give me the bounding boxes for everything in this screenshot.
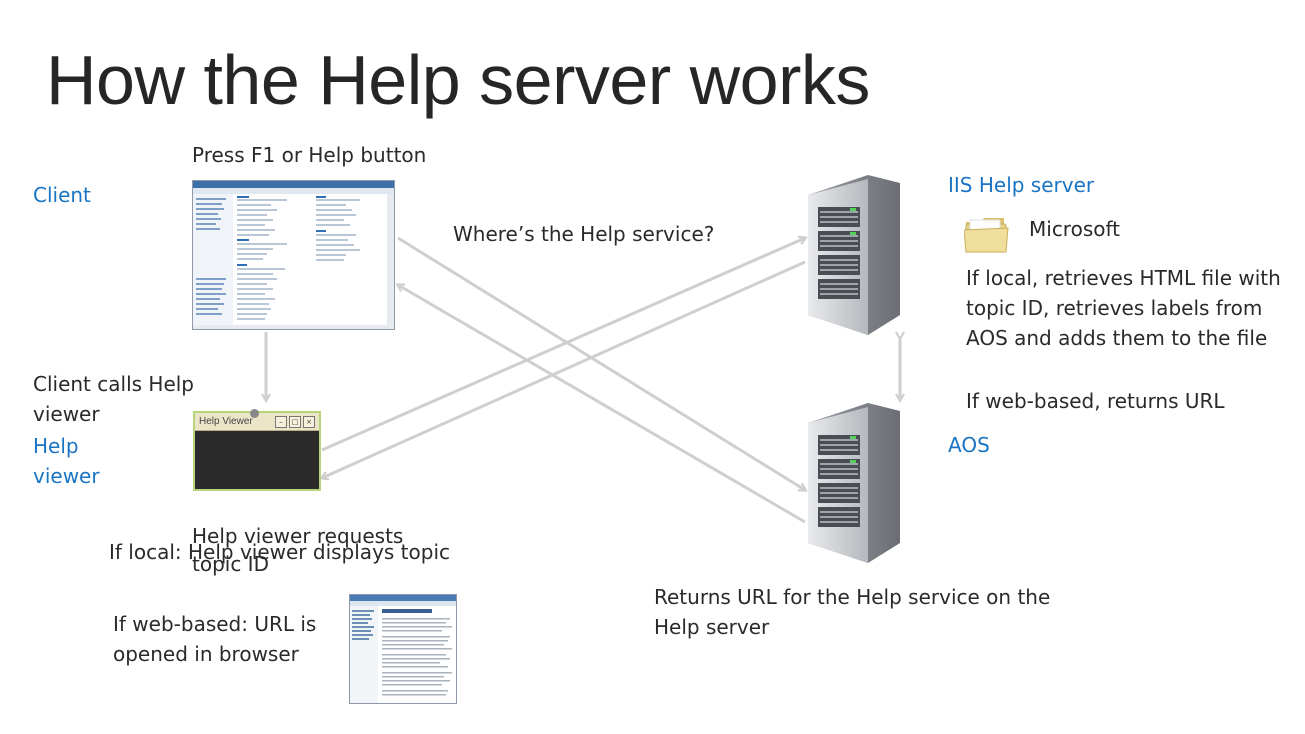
minimize-icon[interactable]: – — [275, 416, 287, 428]
maximize-icon[interactable]: □ — [289, 416, 301, 428]
client-screenshot — [192, 180, 395, 334]
close-icon[interactable]: × — [303, 416, 315, 428]
aos-server-icon — [808, 403, 900, 567]
client-calls-label: Client calls Help viewer — [33, 372, 194, 426]
iis-server-icon — [808, 175, 900, 339]
if-web-returns-label: If web-based, returns URL — [966, 389, 1225, 413]
help-viewer-title: Help Viewer — [199, 416, 253, 427]
press-f1-label: Press F1 or Help button — [192, 143, 427, 167]
aos-label: AOS — [948, 433, 990, 457]
browser-screenshot — [349, 594, 457, 708]
arrow-iis-to-viewer — [322, 260, 806, 478]
client-label: Client — [33, 183, 91, 207]
if-local-retrieves-label: If local, retrieves HTML file with topic… — [966, 266, 1281, 350]
wheres-help-service-label: Where’s the Help service? — [453, 222, 715, 246]
arrow-aos-to-client — [398, 285, 806, 524]
arrow-viewer-to-iis — [321, 238, 805, 452]
help-viewer-titlebar: Help Viewer — [195, 413, 319, 431]
help-viewer-window: Help Viewer – □ × — [193, 409, 321, 491]
slide-title: How the Help server works — [46, 41, 870, 119]
if-web-opened-label: If web-based: URL is opened in browser — [113, 612, 317, 666]
microsoft-folder-label: Microsoft — [1029, 217, 1121, 241]
folder-icon — [963, 214, 1010, 258]
if-local-displays-label: If local: Help viewer displays topic — [109, 540, 451, 564]
help-viewer-label: Help viewer — [33, 434, 100, 488]
cursor-dot-icon — [250, 409, 259, 418]
arrow-client-to-aos — [397, 236, 805, 490]
iis-help-server-label: IIS Help server — [948, 173, 1095, 197]
returns-url-label: Returns URL for the Help service on the … — [654, 585, 1051, 639]
hv-requests-topic-label: Help viewer requests topic ID — [192, 524, 404, 576]
